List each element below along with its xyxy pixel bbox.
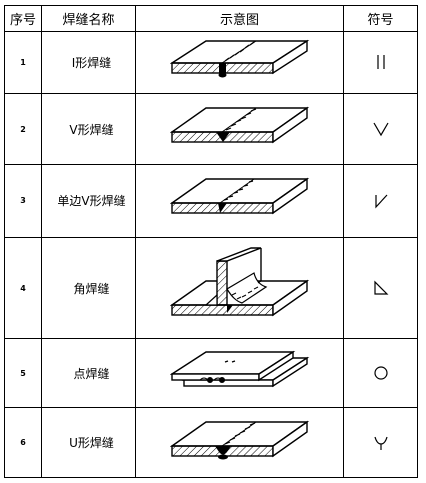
v-weld-symbol [343, 93, 418, 166]
spot-weld-symbol [343, 338, 418, 409]
fillet-weld-diagram [135, 236, 344, 340]
weld-name: I形焊缝 [41, 30, 136, 95]
u-groove-weld-diagram [135, 407, 344, 478]
row-number: 5 [4, 338, 42, 409]
table-row: 1 I形焊缝 [4, 30, 418, 95]
weld-name: 单边V形焊缝 [41, 164, 136, 238]
row-number: 2 [4, 93, 42, 166]
weld-name: U形焊缝 [41, 407, 136, 478]
v-groove-weld-diagram [135, 93, 344, 166]
spot-weld-diagram [135, 338, 344, 409]
header-name: 焊缝名称 [41, 5, 136, 32]
weld-name: V形焊缝 [41, 93, 136, 166]
single-bevel-weld-diagram [135, 164, 344, 238]
row-number: 6 [4, 407, 42, 478]
weld-name: 角焊缝 [41, 236, 136, 340]
table-row: 4 角焊缝 [4, 236, 418, 340]
row-number: 1 [4, 30, 42, 95]
row-number: 3 [4, 164, 42, 238]
table-row: 6 U形焊缝 [4, 407, 418, 478]
header-diagram: 示意图 [135, 5, 344, 32]
u-weld-symbol [343, 407, 418, 478]
table-row: 5 点焊缝 [4, 338, 418, 409]
table-row: 3 单边V形焊缝 [4, 164, 418, 238]
table-row: 2 V形焊缝 [4, 93, 418, 166]
weld-types-table: 序号 焊缝名称 示意图 符号 1 I形焊缝 2 [4, 5, 418, 478]
weld-name: 点焊缝 [41, 338, 136, 409]
i-weld-symbol [343, 30, 418, 95]
i-groove-weld-diagram [135, 30, 344, 95]
header-no: 序号 [4, 5, 42, 32]
fillet-weld-symbol [343, 236, 418, 340]
row-number: 4 [4, 236, 42, 340]
bevel-weld-symbol [343, 164, 418, 238]
header-symbol: 符号 [343, 5, 418, 32]
table-header-row: 序号 焊缝名称 示意图 符号 [4, 5, 418, 32]
